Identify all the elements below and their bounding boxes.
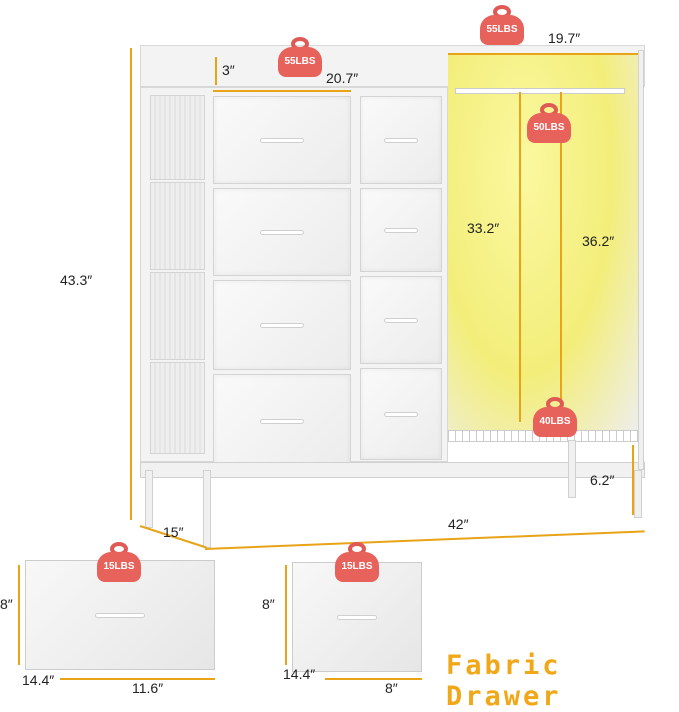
total-height-label: 43.3″ — [60, 272, 93, 288]
bin-small-depth-label: 14.4″ — [283, 666, 316, 682]
frame-post — [638, 50, 644, 470]
drawer-handle[interactable] — [260, 419, 304, 424]
dimension-line — [18, 565, 20, 665]
drawer-handle[interactable] — [384, 228, 418, 233]
bin-handle — [337, 615, 377, 620]
drawer-handle[interactable] — [384, 318, 418, 323]
drawer-handle[interactable] — [384, 412, 418, 417]
dimension-line — [325, 678, 422, 680]
drawer[interactable] — [360, 368, 442, 460]
bin-small-height-label: 8″ — [262, 596, 275, 612]
bin-handle — [95, 613, 145, 618]
top-shelf-height-label: 3″ — [222, 62, 235, 78]
weight-icon: 15LBS — [97, 542, 141, 582]
top-right-width-label: 19.7″ — [548, 30, 581, 46]
bin-large-height-label: 8″ — [0, 596, 13, 612]
bin-small-width-label: 8″ — [385, 680, 398, 696]
drawer[interactable] — [213, 374, 351, 468]
dimension-line — [213, 90, 351, 92]
hanging-rod — [455, 88, 625, 94]
drawer-handle[interactable] — [260, 138, 304, 143]
drawer[interactable] — [213, 188, 351, 276]
weight-icon: 40LBS — [533, 397, 577, 437]
drawer[interactable] — [360, 96, 442, 184]
leg — [145, 470, 153, 528]
dimension-line — [60, 678, 215, 680]
right-height-label: 36.2″ — [582, 233, 615, 249]
leg — [203, 470, 211, 548]
drawer[interactable] — [360, 188, 442, 272]
drawer[interactable] — [213, 96, 351, 184]
bin-large-width-label: 11.6″ — [132, 680, 164, 696]
leg — [634, 470, 642, 518]
weight-icon: 15LBS — [335, 542, 379, 582]
dimension-line — [448, 53, 638, 55]
leg — [568, 440, 576, 498]
hanging-height-label: 33.2″ — [467, 220, 500, 236]
side-panel — [150, 95, 205, 180]
dimension-line — [204, 530, 645, 550]
dimension-line — [632, 445, 634, 515]
dimension-line — [285, 565, 287, 665]
weight-icon: 55LBS — [480, 5, 524, 45]
side-panel — [150, 272, 205, 360]
dimension-line — [215, 57, 217, 85]
drawer-handle[interactable] — [260, 323, 304, 328]
total-width-label: 42″ — [448, 516, 469, 532]
bottom-clearance-label: 6.2″ — [590, 472, 615, 488]
weight-icon: 55LBS — [278, 37, 322, 77]
base-rail — [140, 462, 645, 478]
drawer[interactable] — [213, 280, 351, 370]
bin-large-depth-label: 14.4″ — [22, 672, 55, 688]
side-panel — [150, 182, 205, 270]
dimension-line — [560, 92, 562, 430]
drawer-handle[interactable] — [260, 230, 304, 235]
drawer-handle[interactable] — [384, 138, 418, 143]
drawer[interactable] — [360, 276, 442, 364]
caption: Fabric Drawer — [446, 650, 562, 712]
top-left-width-label: 20.7″ — [326, 70, 359, 86]
depth-label: 15″ — [163, 524, 184, 540]
side-panel — [150, 362, 205, 454]
weight-icon: 50LBS — [527, 103, 571, 143]
dimension-line — [519, 92, 521, 422]
dimension-line — [130, 48, 132, 520]
